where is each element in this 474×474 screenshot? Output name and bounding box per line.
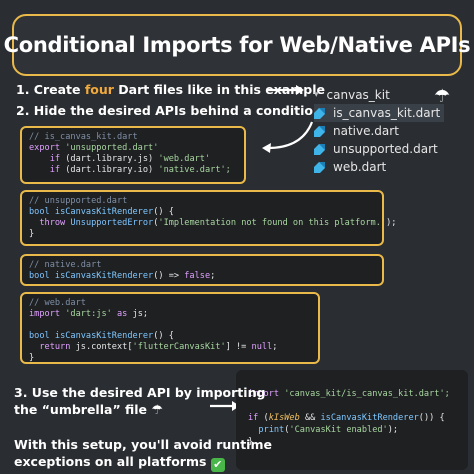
title-box: Conditional Imports for Web/Native APIs — [4, 14, 471, 76]
tree-file-label: unsupported.dart — [333, 142, 438, 156]
dart-icon — [314, 161, 325, 173]
step-1-post: Dart files like in this example — [113, 82, 326, 97]
step-1-pre: 1. Create — [16, 82, 85, 97]
code-unsupported: // unsupported.dart bool isCanvasKitRend… — [20, 190, 396, 246]
code-native: // native.dart bool isCanvasKitRenderer(… — [20, 254, 384, 286]
code-punct: } — [248, 437, 254, 447]
code-punct: ); — [387, 425, 399, 435]
code-comment: // unsupported.dart — [29, 196, 128, 206]
note-line-2-wrap: exceptions on all platforms ✔ — [14, 453, 272, 472]
code-keyword: import — [29, 309, 61, 319]
code-string: 'web.dart' — [158, 154, 211, 164]
note: With this setup, you'll avoid runtime ex… — [14, 436, 272, 472]
code-comment: // web.dart — [29, 298, 86, 308]
step-3-line-1: 3. Use the desired API by importing — [14, 385, 266, 400]
umbrella-icon: ☂ — [151, 403, 164, 418]
code-keyword: if — [49, 154, 61, 164]
code-identifier: js; — [132, 309, 149, 319]
tree-file-unsupported[interactable]: unsupported.dart — [314, 140, 438, 158]
code-web: // web.dart import 'dart:js' as js; bool… — [20, 292, 320, 364]
tree-file-web[interactable]: web.dart — [314, 158, 386, 176]
tree-file-native[interactable]: native.dart — [314, 122, 399, 140]
arrow-step1-head — [296, 85, 304, 95]
code-condition: (dart.library.js) — [65, 154, 154, 164]
code-type: bool — [29, 207, 50, 217]
code-function: isCanvasKitRenderer — [54, 271, 154, 281]
code-type: bool — [29, 331, 50, 341]
tree-file-label: native.dart — [333, 124, 399, 138]
code-comment: // native.dart — [29, 260, 102, 270]
step-1: 1. Create four Dart files like in this e… — [16, 82, 325, 97]
code-keyword: if — [49, 165, 61, 175]
code-punct: ); — [386, 218, 397, 228]
code-function: isCanvasKitRenderer — [320, 413, 419, 423]
code-string: 'unsupported.dart' — [65, 143, 159, 153]
code-string: 'dart:js' — [65, 309, 112, 319]
code-is-canvas-kit: // is_canvas_kit.dart export 'unsupporte… — [20, 126, 246, 184]
code-string: 'Implementation not found on this platfo… — [158, 218, 387, 228]
code-function: isCanvasKitRenderer — [54, 331, 154, 341]
code-function: isCanvasKitRenderer — [54, 207, 154, 217]
code-expression: js.context[ — [75, 342, 133, 352]
code-string: 'native.dart'; — [158, 165, 231, 175]
code-punct: () { — [153, 331, 174, 341]
check-icon: ✔ — [210, 458, 225, 472]
code-keyword: export — [29, 143, 61, 153]
page-title: Conditional Imports for Web/Native APIs — [3, 33, 471, 57]
arrow-step2 — [267, 121, 314, 150]
arrow-step2-head — [262, 143, 271, 153]
step-3-line-2: the “umbrella” file — [14, 402, 148, 417]
code-keyword: if — [248, 413, 259, 423]
step-2: 2. Hide the desired APIs behind a condit… — [16, 103, 386, 118]
tree-file-is-canvas-kit[interactable]: is_canvas_kit.dart — [314, 104, 444, 122]
tree-folder-label: canvas_kit — [326, 88, 390, 102]
note-line-1: With this setup, you'll avoid runtime — [14, 437, 272, 452]
code-punct: } — [29, 353, 35, 363]
code-punct: ; — [210, 271, 216, 281]
code-literal: false — [184, 271, 211, 281]
code-operator: && — [299, 413, 321, 423]
code-punct: } — [29, 229, 35, 239]
code-type: UnsupportedError — [70, 218, 154, 228]
code-keyword: as — [117, 309, 128, 319]
code-keyword: throw — [39, 218, 66, 228]
dart-icon — [314, 125, 325, 137]
code-string: 'canvas_kit/is_canvas_kit.dart'; — [284, 389, 450, 399]
tree-file-label: is_canvas_kit.dart — [333, 106, 441, 120]
file-tree: ▾ canvas_kit is_canvas_kit.dart native.d… — [314, 86, 466, 178]
code-type: bool — [29, 271, 50, 281]
tree-file-label: web.dart — [333, 160, 387, 174]
code-punct: () { — [153, 207, 174, 217]
step-3-line-2-wrap: the “umbrella” file ☂ — [14, 401, 265, 419]
step-3: 3. Use the desired API by importing the … — [14, 384, 265, 419]
code-punct: ( — [263, 413, 269, 423]
code-punct: ()) { — [418, 413, 445, 423]
tree-folder[interactable]: ▾ canvas_kit — [314, 86, 390, 104]
note-line-2: exceptions on all platforms — [14, 454, 207, 469]
code-literal: null — [251, 342, 273, 352]
code-identifier: kIsWeb — [268, 413, 300, 423]
umbrella-icon: ☂ — [434, 86, 451, 107]
code-expression: ] != — [225, 342, 252, 352]
chevron-down-icon: ▾ — [314, 90, 319, 100]
code-keyword: import — [248, 389, 280, 399]
code-function: print — [258, 425, 285, 435]
code-string: 'flutterCanvasKit' — [132, 342, 226, 352]
code-usage: import 'canvas_kit/is_canvas_kit.dart'; … — [236, 370, 468, 470]
code-condition: (dart.library.io) — [65, 165, 154, 175]
dart-icon — [314, 143, 325, 155]
step-1-highlight: four — [84, 82, 114, 97]
code-keyword: return — [39, 342, 71, 352]
code-punct: () => — [153, 271, 185, 281]
dart-icon — [314, 107, 325, 119]
code-punct: ; — [272, 342, 278, 352]
code-comment: // is_canvas_kit.dart — [29, 132, 138, 142]
code-string: 'CanvasKit enabled' — [289, 425, 388, 435]
